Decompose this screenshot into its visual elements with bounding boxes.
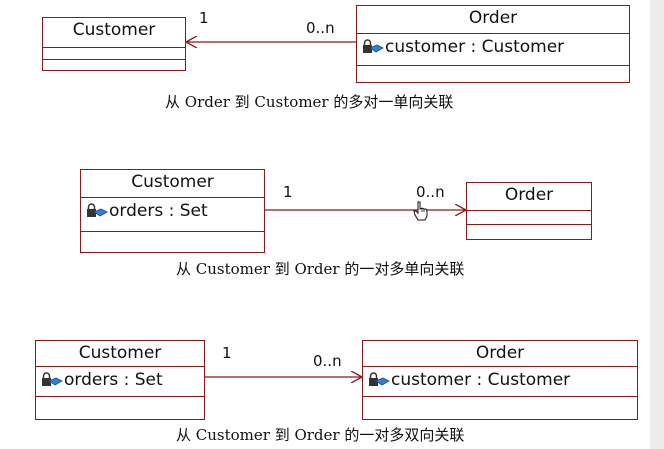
class-name: Order: [357, 6, 629, 34]
multiplicity-customer: 1: [199, 9, 209, 27]
class-customer-d2[interactable]: Customer orders : Set: [80, 169, 265, 253]
class-name: Customer: [36, 341, 204, 367]
multiplicity-customer: 1: [222, 344, 232, 362]
attribute-text: customer : Customer: [391, 370, 571, 390]
attribute-compartment: [43, 48, 185, 60]
caption-diagram2: 从 Customer 到 Order 的一对多单向关联: [176, 260, 465, 278]
window-edge: [650, 0, 664, 449]
attribute-compartment: customer : Customer: [357, 34, 629, 66]
multiplicity-order: 0..n: [416, 183, 445, 201]
class-name: Order: [467, 183, 591, 211]
attribute-compartment: orders : Set: [36, 367, 204, 397]
class-customer-d3[interactable]: Customer orders : Set: [35, 340, 205, 420]
attribute-compartment: customer : Customer: [363, 367, 637, 397]
class-order-d1[interactable]: Order customer : Customer: [356, 5, 630, 83]
attribute-lock-icon: [40, 372, 64, 388]
attribute-text: orders : Set: [109, 201, 208, 221]
attribute-lock-icon: [85, 203, 109, 219]
class-name: Order: [363, 341, 637, 367]
attribute-text: orders : Set: [64, 370, 163, 390]
multiplicity-customer: 1: [283, 183, 293, 201]
attribute-row[interactable]: customer : Customer: [357, 34, 629, 60]
class-customer-d1[interactable]: Customer: [42, 17, 186, 71]
attribute-row[interactable]: orders : Set: [81, 198, 264, 224]
attribute-row[interactable]: orders : Set: [36, 367, 204, 393]
multiplicity-order: 0..n: [313, 352, 342, 370]
class-name: Customer: [81, 170, 264, 198]
class-order-d3[interactable]: Order customer : Customer: [362, 340, 638, 420]
class-order-d2[interactable]: Order: [466, 182, 592, 240]
attribute-row[interactable]: customer : Customer: [363, 367, 637, 393]
class-name: Customer: [43, 18, 185, 48]
multiplicity-order: 0..n: [306, 19, 335, 37]
attribute-lock-icon: [367, 372, 391, 388]
hand-pointer-icon: [413, 201, 428, 221]
attribute-text: customer : Customer: [385, 37, 565, 57]
attribute-compartment: orders : Set: [81, 198, 264, 232]
caption-diagram1: 从 Order 到 Customer 的多对一单向关联: [165, 93, 454, 111]
attribute-compartment: [467, 211, 591, 225]
caption-diagram3: 从 Customer 到 Order 的一对多双向关联: [176, 426, 465, 444]
attribute-lock-icon: [361, 39, 385, 55]
